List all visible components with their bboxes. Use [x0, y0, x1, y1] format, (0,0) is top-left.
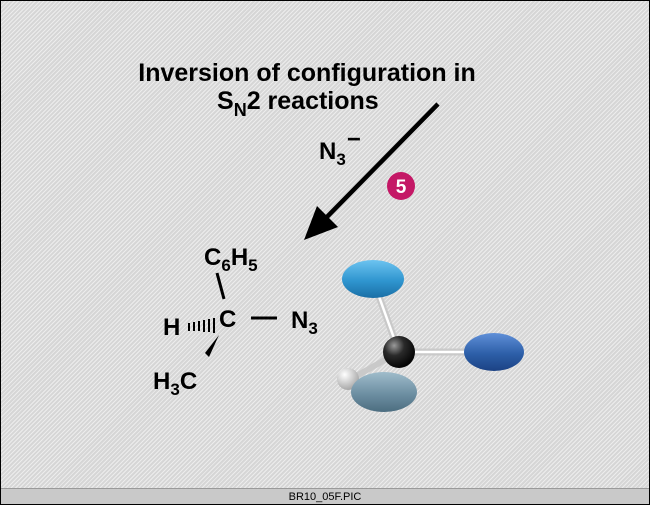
title-line-2: SN2 reactions: [217, 87, 379, 120]
substituent-right: N3: [291, 307, 318, 338]
central-carbon: C: [219, 306, 236, 333]
sn2-diagram: Inversion of configuration in SN2 reacti…: [138, 59, 524, 412]
right-lobe: [464, 333, 524, 371]
nucleophile-label: N3−: [319, 126, 361, 169]
substituent-left: H: [163, 314, 180, 341]
title-line-1: Inversion of configuration in: [138, 59, 476, 87]
solid-wedge-bond: [205, 335, 219, 357]
top-lobe: [342, 260, 404, 298]
bottom-lobe: [351, 372, 417, 412]
molecule-model: [337, 260, 524, 412]
footer-label: BR10_05F.PIC: [288, 491, 362, 503]
footer-bar: BR10_05F.PIC: [1, 488, 649, 504]
bond-top: [215, 272, 226, 300]
model-bonds: [349, 289, 471, 382]
carbon-atom: [383, 336, 415, 368]
step-number: 5: [396, 177, 407, 198]
substituent-top: C6H5: [204, 244, 258, 275]
step-badge: 5: [387, 172, 415, 200]
attack-arrow: [304, 102, 440, 240]
substituent-bottom: H3C: [153, 368, 197, 399]
hashed-wedge-bond: [188, 318, 215, 333]
structural-formula: C6H5 C N3 H H3C: [153, 244, 318, 399]
